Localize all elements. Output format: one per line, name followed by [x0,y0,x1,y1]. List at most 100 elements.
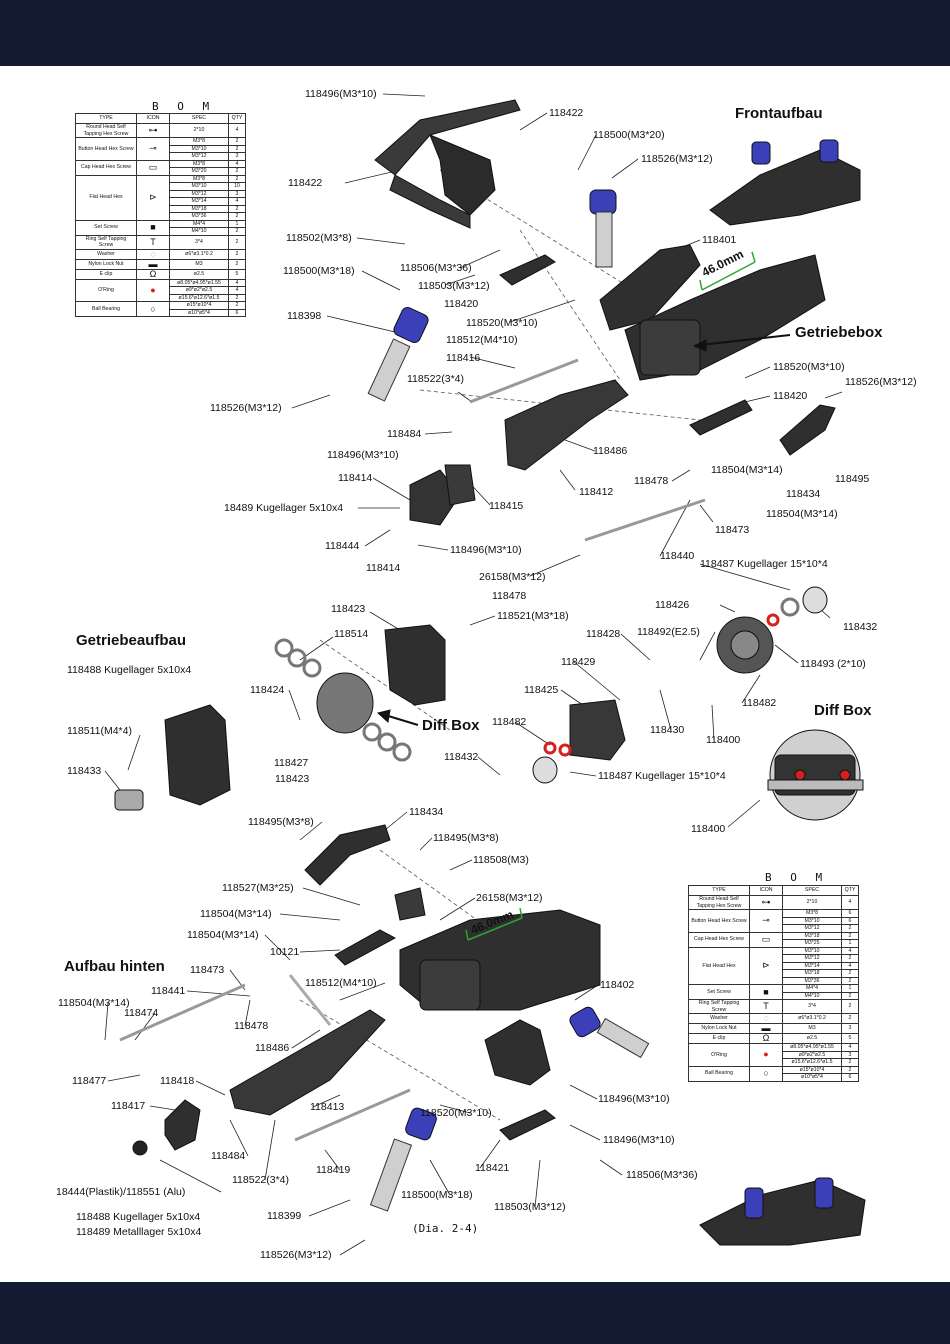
nut-icon: ▬ [136,258,170,270]
part-label: 118478 [634,475,669,487]
part-label: 118502(M3*8) [286,232,352,244]
part-label: 118484 [211,1150,246,1162]
part-label: 118503(M3*12) [494,1201,566,1213]
part-label: 118478 [492,590,527,602]
part-label: 118401 [702,234,737,246]
bom-qty-cell: 1 [841,984,859,993]
bom-spec-cell: ø15*ø10*4 [169,301,229,310]
bom-spec-cell: ø9*ø2*ø2.5 [169,286,229,295]
bom-qty-cell: 2 [228,248,246,260]
part-label: 118504(M3*14) [187,929,259,941]
bom-type-cell: Ring Self Tapping Screw [75,234,137,250]
bom-spec-cell: M3*12 [782,954,842,963]
bom-spec-cell: ø15.6*ø12.6*ø1.5 [782,1058,842,1067]
part-label: 118521(M3*18) [497,610,569,622]
part-label: 118482 [492,716,527,728]
bom-spec-cell: M3*36 [782,976,842,985]
bom-qty-cell: 2 [841,976,859,985]
bom-spec-cell: ø8.05*ø4.95*ø1.55 [782,1043,842,1052]
part-label: 118486 [255,1042,290,1054]
bom-qty-cell: 4 [841,1043,859,1052]
part-label: 118511(M4*4) [67,725,132,737]
part-label: 118441 [151,985,186,997]
part-label: 118487 Kugellager 15*10*4 [700,558,828,570]
part-label: 118496(M3*10) [450,544,522,556]
part-label: 118504(M3*14) [711,464,783,476]
bom-qty-cell: 6 [841,909,859,918]
bom-type-cell: Nylon Lock Nut [75,258,137,270]
part-label: 118428 [586,628,621,640]
bom-qty-cell: 4 [228,159,246,168]
bom-type-cell: Set Screw [75,219,137,236]
part-label: 118434 [786,488,821,500]
part-label: 118424 [250,684,285,696]
part-label: 118478 [234,1020,269,1032]
bom-spec-cell: ø6*ø3.1*0.2 [782,1013,842,1024]
bom-qty-cell: 2 [228,204,246,213]
bom-qty-cell: 5 [841,1033,859,1044]
bom-spec-cell: ø2.5 [782,1033,842,1044]
part-label: 118495(M3*8) [248,816,314,828]
part-label: 118526(M3*12) [210,402,282,414]
bom-header-cell: TYPE [75,113,137,124]
part-label: 118400 [706,734,741,746]
bom-qty-cell: 2 [228,234,246,250]
part-label: 118416 [446,352,481,364]
part-label: 118477 [72,1075,107,1087]
bom-header-cell: ICON [749,885,783,896]
bom-spec-cell: ø2.5 [169,268,229,280]
part-label: 118506(M3*36) [626,1169,698,1181]
bom-type-cell: O'Ring [688,1043,750,1067]
bom-spec-cell: 2*10 [782,895,842,910]
part-label: 118415 [489,500,524,512]
bom-type-cell: Ring Self Tapping Screw [688,999,750,1014]
bom-spec-cell: M3 [782,1023,842,1034]
rear-preview-thumbnail [699,1177,866,1246]
bom-qty-cell: 2 [228,212,246,221]
part-label: 118488 Kugellager 5x10x4 [76,1211,201,1223]
bom-qty-cell: 4 [841,946,859,955]
bom-type-cell: Button Head Hex Screw [688,909,750,933]
bom-header-cell: QTY [228,113,246,124]
part-label: 118526(M3*12) [260,1249,332,1261]
part-label: 118496(M3*10) [603,1134,675,1146]
part-label: 118425 [524,684,559,696]
bom-qty-cell: 2 [841,969,859,978]
bom-spec-cell: ø10*ø5*4 [169,308,229,317]
bom-spec-cell: M3*12 [169,152,229,161]
bom-qty-cell: 6 [841,916,859,925]
part-label: 118527(M3*25) [222,882,294,894]
bom-qty-cell: 10 [228,182,246,191]
part-label: 118482 [742,697,777,709]
washer-icon: ◌ [749,1013,783,1024]
bom-qty-cell: 2 [841,954,859,963]
bom-type-cell: Washer [75,248,137,260]
bom-spec-cell: M3*10 [169,182,229,191]
bom-type-cell: E clip [75,268,137,280]
washer-icon: ◌ [136,248,170,260]
bom-type-cell: Flat Head Hex [75,174,137,221]
bom-qty-cell: 6 [228,308,246,317]
part-label: 118487 Kugellager 15*10*4 [598,770,726,782]
part-label: 118504(M3*14) [58,997,130,1009]
bom-qty-cell: 2 [228,167,246,176]
bom-type-cell: Cap Head Hex Screw [688,931,750,948]
section-front: Frontaufbau [735,105,823,122]
eclip-icon: Ω [136,268,170,280]
bom-type-cell: E clip [688,1033,750,1044]
part-label: 118512(M4*10) [305,977,377,989]
bom-qty-cell: 1 [228,219,246,228]
bom-qty-cell: 3 [228,152,246,161]
bom-qty-cell: 2 [841,991,859,1000]
button-screw-icon: ⊸ [749,909,783,933]
